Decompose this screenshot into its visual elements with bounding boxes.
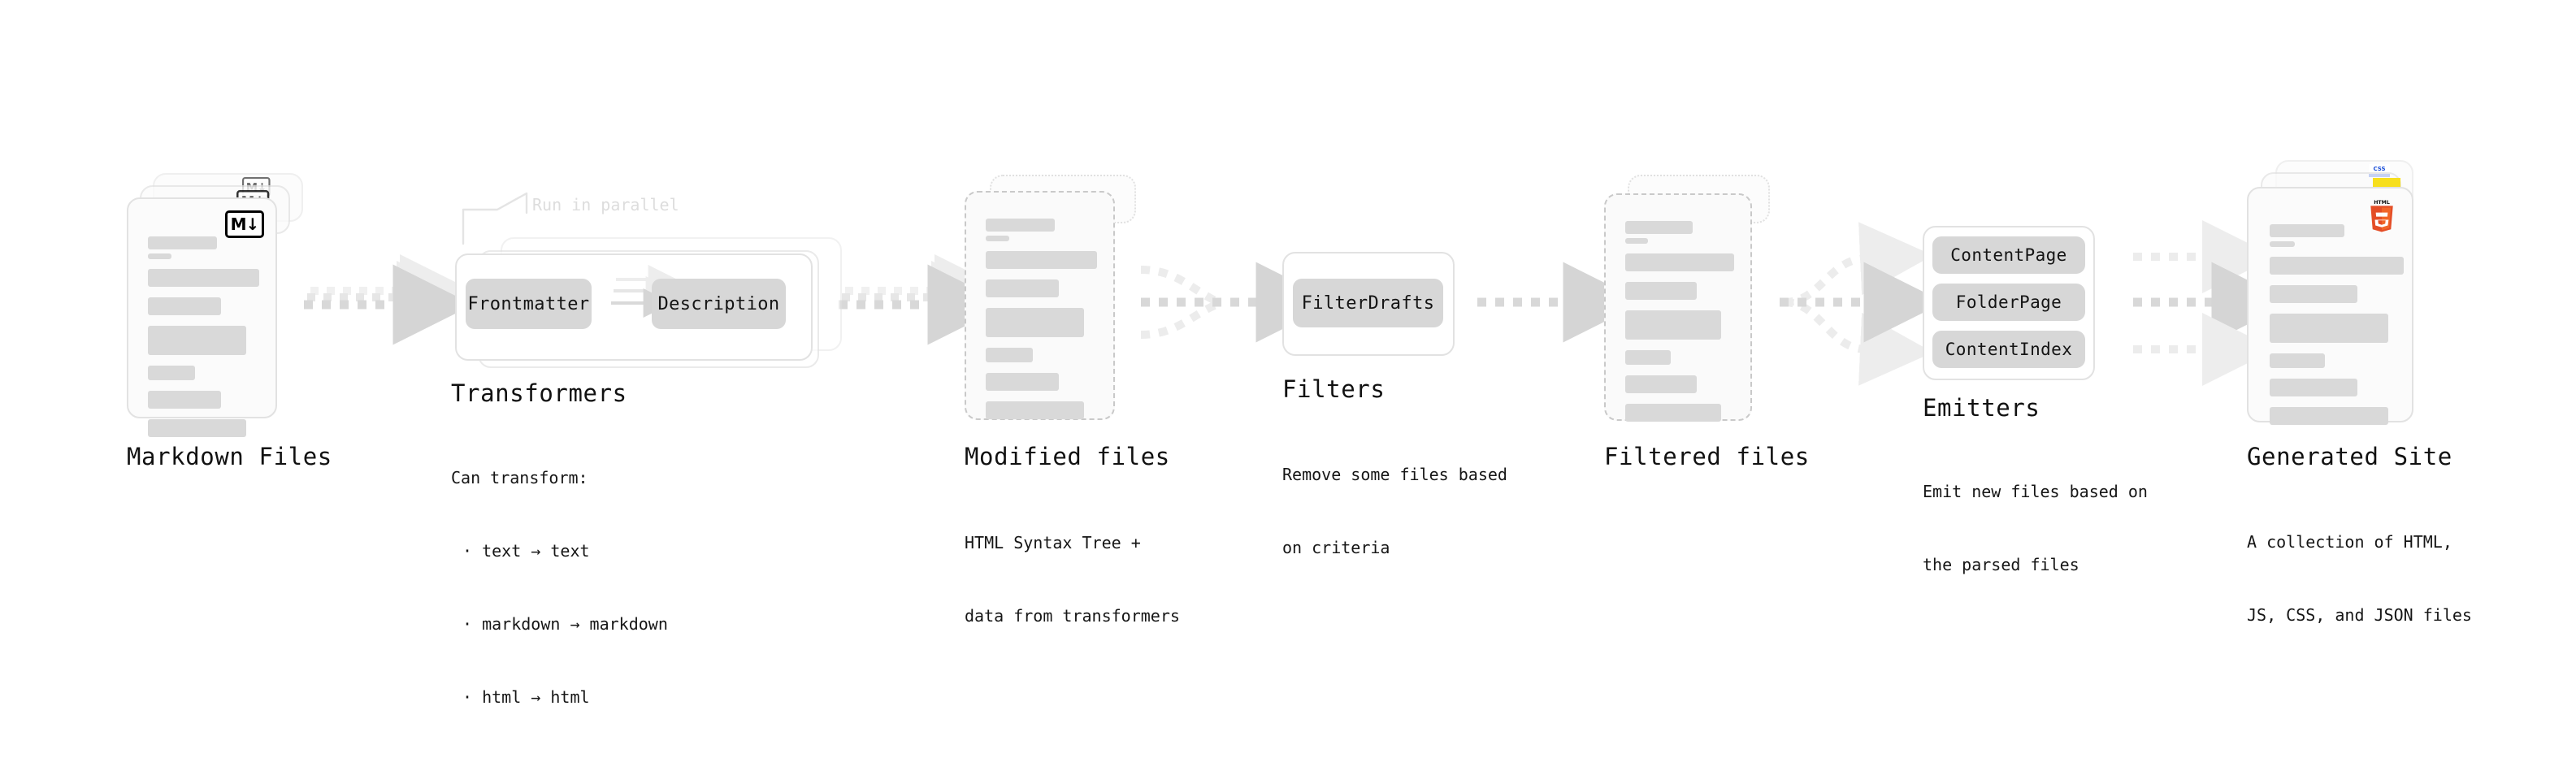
subtitle-line: JS, CSS, and JSON files — [2247, 605, 2472, 625]
skeleton-line — [148, 391, 222, 409]
skeleton-lines — [148, 236, 259, 448]
skeleton-line — [1625, 221, 1693, 234]
filtered-card-front[interactable] — [1604, 193, 1752, 422]
skeleton-lines — [2270, 224, 2404, 435]
stage-subtitle-generated-site: A collection of HTML, JS, CSS, and JSON … — [2247, 481, 2472, 676]
skeleton-line — [148, 236, 217, 249]
stage-subtitle-transformers: Can transform: · text → text · markdown … — [451, 417, 668, 758]
skeleton-line — [148, 297, 222, 315]
svg-text:HTML: HTML — [2374, 200, 2390, 206]
transformer-chip-label: Description — [657, 293, 780, 314]
skeleton-line — [1625, 282, 1698, 300]
transformer-chip-frontmatter[interactable]: Frontmatter — [466, 279, 592, 329]
skeleton-line — [986, 236, 1009, 241]
skeleton-line — [1625, 253, 1734, 271]
skeleton-line — [2270, 353, 2325, 368]
skeleton-line — [986, 308, 1084, 337]
emitter-chip-folderpage[interactable]: FolderPage — [1932, 284, 2085, 321]
stage-title-modified-files: Modified files — [965, 443, 1170, 470]
skeleton-lines — [1625, 221, 1734, 432]
skeleton-line — [2270, 224, 2344, 237]
emitter-chip-label: ContentIndex — [1945, 340, 2073, 359]
run-in-parallel-label: Run in parallel — [532, 195, 679, 214]
css-badge-text: CSS — [2373, 166, 2386, 172]
transformer-chip-description[interactable]: Description — [652, 279, 786, 329]
skeleton-line — [2270, 241, 2296, 247]
subtitle-line: A collection of HTML, — [2247, 532, 2452, 552]
stage-title-transformers: Transformers — [451, 379, 627, 407]
skeleton-line — [148, 269, 259, 287]
stage-title-filtered-files: Filtered files — [1604, 443, 1810, 470]
filter-chip-label: FilterDrafts — [1301, 292, 1435, 314]
skeleton-line — [2270, 285, 2357, 303]
skeleton-line — [1625, 404, 1721, 422]
subtitle-line: on criteria — [1282, 538, 1390, 557]
markdown-logo-text: M↓ — [230, 214, 260, 234]
skeleton-line — [148, 419, 246, 437]
arrow-transformers-to-modified — [839, 254, 1008, 345]
skeleton-lines — [986, 219, 1097, 430]
stage-subtitle-filters: Remove some files based on criteria — [1282, 414, 1507, 609]
skeleton-line — [2270, 407, 2388, 425]
stage-title-emitters: Emitters — [1923, 394, 2040, 422]
modified-card-front[interactable] — [965, 191, 1115, 420]
skeleton-line — [2270, 314, 2388, 343]
run-in-parallel-bracket — [462, 192, 528, 245]
skeleton-line — [986, 348, 1033, 362]
skeleton-line — [2270, 257, 2404, 275]
stage-subtitle-modified-files: HTML Syntax Tree + data from transformer… — [965, 482, 1180, 677]
subtitle-line: data from transformers — [965, 606, 1180, 626]
emitter-chip-label: ContentPage — [1950, 245, 2067, 265]
markdown-card-front[interactable]: M↓ — [127, 197, 277, 437]
emitter-chip-contentindex[interactable]: ContentIndex — [1932, 331, 2085, 368]
skeleton-line — [1625, 310, 1721, 340]
arrow-filtered-to-emitters — [1780, 222, 1945, 386]
html5-logo-icon: HTML — [2370, 200, 2393, 232]
subtitle-line: Emit new files based on — [1923, 482, 2148, 501]
skeleton-line — [1625, 238, 1649, 244]
skeleton-line — [986, 373, 1060, 391]
skeleton-line — [1625, 375, 1698, 393]
skeleton-line — [986, 251, 1097, 269]
markdown-logo-icon: M↓ — [225, 210, 264, 238]
skeleton-line — [148, 253, 171, 259]
stage-title-generated-site: Generated Site — [2247, 443, 2452, 470]
subtitle-line: Can transform: — [451, 468, 588, 487]
filter-chip-filterdrafts[interactable]: FilterDrafts — [1293, 279, 1443, 327]
transformer-chip-label: Frontmatter — [467, 293, 590, 314]
subtitle-line: · text → text — [462, 541, 590, 561]
skeleton-line — [986, 401, 1084, 419]
stage-title-markdown-files: Markdown Files — [127, 443, 332, 470]
arrow-modified-to-filters — [1140, 262, 1337, 343]
subtitle-line: HTML Syntax Tree + — [965, 533, 1141, 552]
subtitle-line: Remove some files based — [1282, 465, 1507, 484]
skeleton-line — [986, 279, 1060, 297]
subtitle-line: · markdown → markdown — [462, 614, 668, 634]
stage-title-filters: Filters — [1282, 375, 1386, 403]
emitter-chip-contentpage[interactable]: ContentPage — [1932, 236, 2085, 274]
subtitle-line: · html → html — [462, 687, 590, 707]
arrow-markdown-to-transformers — [304, 254, 474, 345]
emitter-chip-label: FolderPage — [1955, 292, 2062, 312]
arrow-emitters-to-site — [2133, 220, 2292, 386]
skeleton-line — [1625, 350, 1672, 365]
skeleton-line — [986, 219, 1055, 232]
skeleton-line — [148, 326, 246, 355]
skeleton-line — [148, 366, 195, 380]
stage-subtitle-emitters: Emit new files based on the parsed files — [1923, 431, 2148, 626]
subtitle-line: the parsed files — [1923, 555, 2079, 574]
site-card-front-html[interactable]: HTML — [2247, 187, 2413, 425]
skeleton-line — [2270, 379, 2357, 396]
